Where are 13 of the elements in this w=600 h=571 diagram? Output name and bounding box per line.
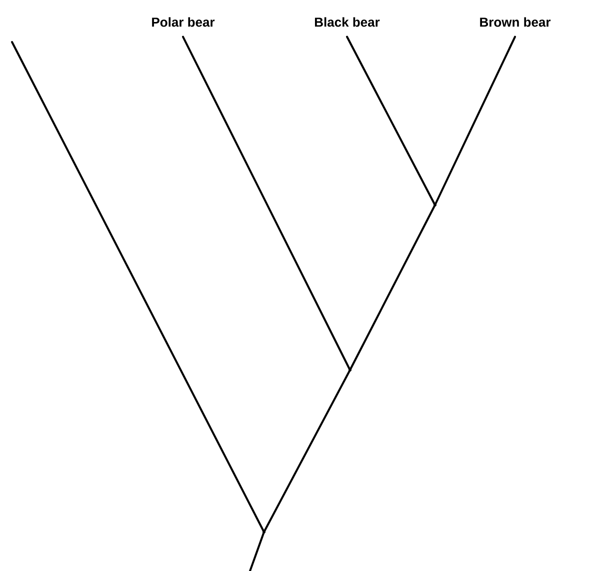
branch-point <box>262 530 266 534</box>
branch-line <box>182 36 351 371</box>
branch-line <box>346 36 436 206</box>
branch-line <box>11 41 265 533</box>
branch-line <box>349 204 436 371</box>
branch-point <box>348 368 352 372</box>
leaf-label: Black bear <box>314 17 380 27</box>
branch-line <box>263 369 351 533</box>
leaf-label: Brown bear <box>480 17 551 27</box>
branch-line <box>434 36 516 206</box>
leaf-label: Polar bear <box>152 17 215 27</box>
branch-point <box>434 204 436 206</box>
branch-line <box>249 531 265 571</box>
